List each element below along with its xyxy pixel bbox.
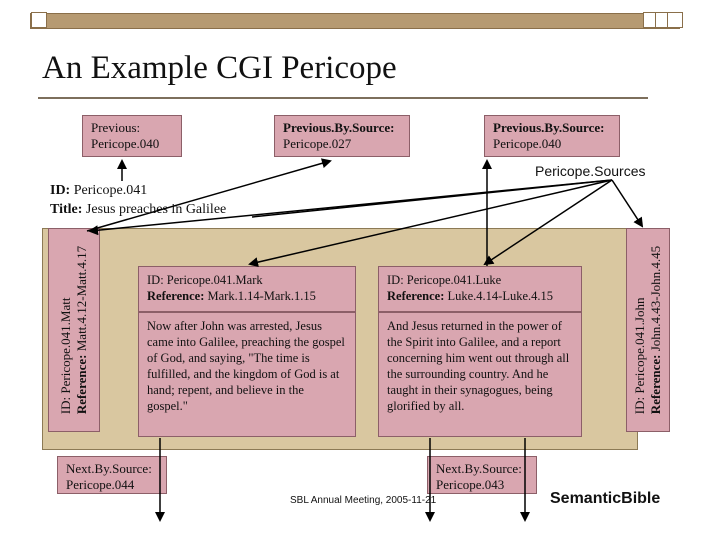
brand-logo-text: SemanticBible <box>550 490 661 507</box>
arrow-matt-to-previous-source <box>86 158 332 232</box>
mark-ref-value: Mark.1.14-Mark.1.15 <box>207 289 316 303</box>
slide-title: An Example CGI Pericope <box>42 50 397 86</box>
top-decorative-bar <box>30 12 683 29</box>
mark-id-label: ID: <box>147 273 164 287</box>
previous-by-source-value-1: Pericope.027 <box>283 136 352 151</box>
next-by-source-label-1: Next.By.Source: <box>66 461 152 476</box>
bar-square-3 <box>667 12 683 28</box>
pericope-id-title: ID: Pericope.041 Title: Jesus preaches i… <box>46 181 231 219</box>
john-source-box: ID: Pericope.041.John Reference: John.4.… <box>626 228 670 432</box>
pericope-sources-label: Pericope.Sources <box>535 163 646 179</box>
previous-label: Previous: <box>91 120 141 135</box>
pericope-title-label: Title: <box>50 202 83 217</box>
luke-header-cell: ID: Pericope.041.Luke Reference: Luke.4.… <box>378 266 582 312</box>
mark-text-cell: Now after John was arrested, Jesus came … <box>138 312 356 437</box>
mark-ref-label: Reference: <box>147 289 205 303</box>
previous-by-source-box-1: Previous.By.Source: Pericope.027 <box>274 115 410 157</box>
luke-text-cell: And Jesus returned in the power of the S… <box>378 312 582 437</box>
next-by-source-box-1: Next.By.Source: Pericope.044 <box>57 456 167 494</box>
mark-id-value: Pericope.041.Mark <box>166 273 263 287</box>
arrow-to-luke <box>483 179 613 266</box>
matt-source-box: ID: Pericope.041.Matt Reference: Matt.4.… <box>48 228 100 432</box>
arrow-to-mark <box>248 179 613 268</box>
next-by-source-label-2: Next.By.Source: <box>436 461 522 476</box>
luke-ref-label: Reference: <box>387 289 445 303</box>
pericope-id-value: Pericope.041 <box>73 183 148 198</box>
previous-by-source-box-2: Previous.By.Source: Pericope.040 <box>484 115 620 157</box>
pericope-title-value: Jesus preaches in Galilee <box>85 202 227 217</box>
arrow-to-matt <box>88 179 613 236</box>
footer-meeting: SBL Annual Meeting, 2005-11-21 <box>290 495 437 506</box>
next-by-source-value-2: Pericope.043 <box>436 477 505 492</box>
luke-ref-value: Luke.4.14-Luke.4.15 <box>447 289 554 303</box>
title-underline <box>38 97 648 99</box>
arrow-to-john <box>611 179 644 228</box>
previous-by-source-value-2: Pericope.040 <box>493 136 562 151</box>
bar-square-left <box>31 12 47 28</box>
next-by-source-box-2: Next.By.Source: Pericope.043 <box>427 456 537 494</box>
luke-id-label: ID: <box>387 273 404 287</box>
previous-by-source-label-1: Previous.By.Source: <box>283 120 395 135</box>
previous-box: Previous: Pericope.040 <box>82 115 182 157</box>
previous-by-source-label-2: Previous.By.Source: <box>493 120 605 135</box>
luke-id-value: Pericope.041.Luke <box>406 273 502 287</box>
mark-header-cell: ID: Pericope.041.Mark Reference: Mark.1.… <box>138 266 356 312</box>
previous-value: Pericope.040 <box>91 136 160 151</box>
next-by-source-value-1: Pericope.044 <box>66 477 135 492</box>
pericope-id-label: ID: <box>50 183 71 198</box>
